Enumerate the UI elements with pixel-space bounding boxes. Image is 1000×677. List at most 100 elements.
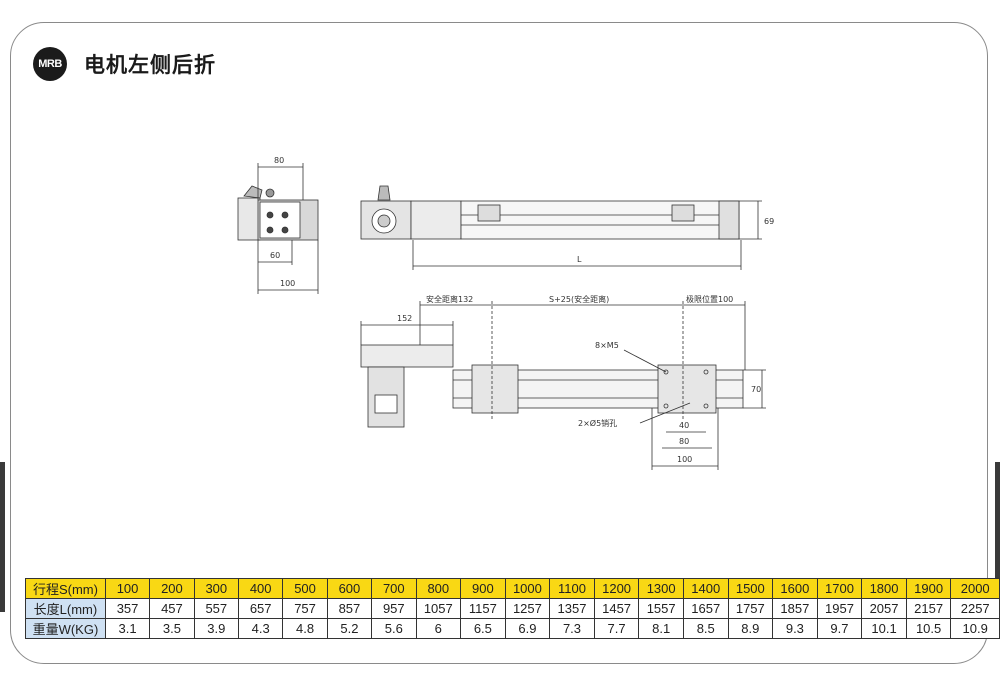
table-cell: 1500	[727, 578, 774, 599]
table-cell: 657	[237, 598, 284, 619]
dim-label-L: L	[577, 255, 582, 264]
leader-pin	[639, 402, 691, 424]
side-view: 80 60 100	[237, 156, 319, 294]
page-title: 电机左侧后折	[84, 53, 216, 77]
side-view-hole	[266, 226, 274, 234]
table-cell: 700	[371, 578, 417, 599]
table-cell: 1000	[504, 578, 551, 599]
side-view-plate	[259, 201, 301, 239]
side-view-handle	[243, 185, 263, 199]
table-cell: 5.6	[371, 618, 417, 639]
table-cell: 1300	[638, 578, 684, 599]
top-view-carriage-left	[471, 364, 519, 414]
table-cell: 557	[193, 598, 240, 619]
row-header: 重量W(KG)	[25, 618, 106, 639]
left-edge-bar	[0, 462, 5, 612]
top-view: 152 安全距离132 S+25(安全距离) 极限位置100 8×M5 2×Ø5…	[360, 294, 766, 470]
thread-hole	[663, 369, 669, 375]
table-cell: 1957	[816, 598, 863, 619]
table-cell: 8.5	[682, 618, 729, 639]
dim-label-100: 100	[677, 455, 692, 464]
table-cell: 100	[104, 578, 151, 599]
table-cell: 2257	[950, 598, 1000, 619]
table-cell: 1457	[593, 598, 640, 619]
front-view-end-block	[410, 200, 462, 240]
table-cell: 6.5	[460, 618, 506, 639]
table-cell: 6.9	[504, 618, 551, 639]
dim-label-80: 80	[679, 437, 689, 446]
table-cell: 1557	[638, 598, 684, 619]
table-cell: 1700	[816, 578, 863, 599]
brand-logo: MRB	[33, 47, 67, 81]
table-cell: 900	[460, 578, 506, 599]
spec-table: 行程S(mm) 100 200 300 400 500 600 700 800 …	[25, 578, 1000, 639]
label-thread: 8×M5	[595, 341, 619, 350]
table-cell: 200	[149, 578, 195, 599]
front-view-end-cap	[718, 200, 740, 240]
table-cell: 757	[282, 598, 328, 619]
front-view-carriage	[477, 204, 501, 222]
dim-label-safety: 安全距离132	[426, 294, 473, 304]
thread-hole	[703, 369, 709, 375]
table-row-length: 长度L(mm) 357 457 557 657 757 857 957 1057…	[25, 598, 1000, 619]
table-cell: 1057	[415, 598, 462, 619]
table-cell: 9.7	[816, 618, 863, 639]
table-cell: 8.1	[638, 618, 684, 639]
table-cell: 1757	[727, 598, 774, 619]
dim-label-69: 69	[764, 217, 774, 226]
table-cell: 500	[282, 578, 328, 599]
table-cell: 3.5	[149, 618, 195, 639]
dim-label-60: 60	[270, 251, 280, 260]
table-cell: 457	[149, 598, 195, 619]
table-cell: 2057	[861, 598, 907, 619]
side-view-knob	[265, 188, 275, 198]
side-view-hole	[281, 211, 289, 219]
table-cell: 1900	[905, 578, 952, 599]
table-cell: 2000	[950, 578, 1000, 599]
table-cell: 1157	[460, 598, 506, 619]
table-cell: 600	[326, 578, 373, 599]
table-cell: 857	[326, 598, 373, 619]
dim-label-152: 152	[397, 314, 412, 323]
row-header: 行程S(mm)	[25, 578, 106, 599]
table-cell: 7.7	[593, 618, 640, 639]
table-cell: 6	[415, 618, 462, 639]
label-pin: 2×Ø5销孔	[578, 418, 617, 428]
dim-label-stroke: S+25(安全距离)	[549, 294, 609, 304]
thread-hole	[703, 403, 709, 409]
table-cell: 5.2	[326, 618, 373, 639]
right-edge-bar	[995, 462, 1000, 612]
table-cell: 1100	[549, 578, 595, 599]
table-cell: 7.3	[549, 618, 595, 639]
dim-label-70: 70	[751, 385, 761, 394]
table-row-weight: 重量W(KG) 3.1 3.5 3.9 4.3 4.8 5.2 5.6 6 6.…	[25, 618, 1000, 639]
dim-label-100: 100	[280, 279, 295, 288]
table-cell: 2157	[905, 598, 952, 619]
table-cell: 957	[371, 598, 417, 619]
table-cell: 4.3	[237, 618, 284, 639]
logo-text: MRB	[38, 58, 62, 70]
top-view-carriage-right	[657, 364, 717, 414]
dim-label-limit: 极限位置100	[686, 294, 733, 304]
table-cell: 400	[237, 578, 284, 599]
thread-hole	[663, 403, 669, 409]
table-cell: 800	[415, 578, 462, 599]
table-cell: 1857	[772, 598, 818, 619]
front-view-carriage	[671, 204, 695, 222]
table-cell: 1600	[772, 578, 818, 599]
front-view-rail	[460, 200, 740, 240]
table-cell: 10.5	[905, 618, 952, 639]
page-frame	[10, 22, 988, 664]
table-cell: 1357	[549, 598, 595, 619]
table-cell: 8.9	[727, 618, 774, 639]
table-cell: 1257	[504, 598, 551, 619]
dim-label-80: 80	[274, 156, 284, 165]
table-cell: 300	[193, 578, 240, 599]
front-view-coupler-core	[377, 214, 391, 228]
table-cell: 9.3	[772, 618, 818, 639]
top-view-motor-face	[374, 394, 398, 414]
row-header: 长度L(mm)	[25, 598, 106, 619]
side-view-motor-block	[237, 197, 261, 241]
table-cell: 10.1	[861, 618, 907, 639]
